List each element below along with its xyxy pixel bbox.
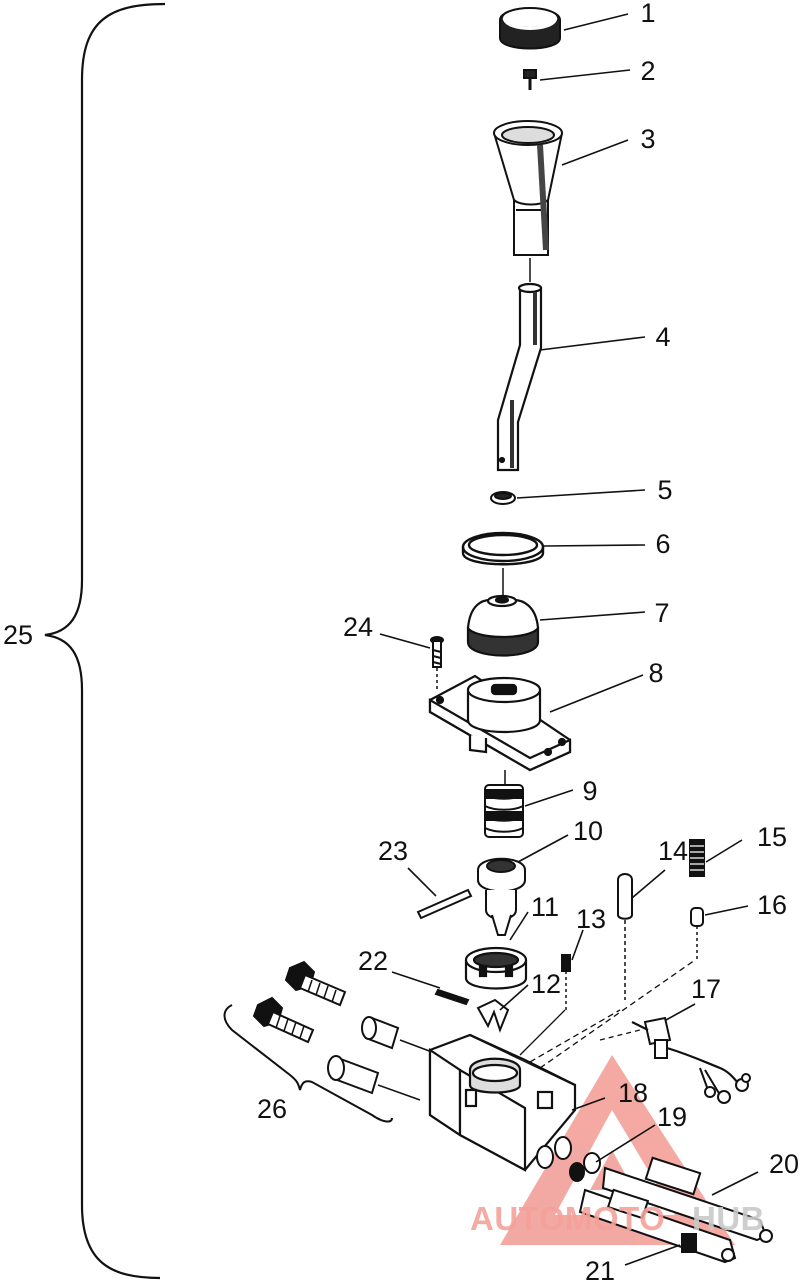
watermark-text: AUTOMOTO HUB: [470, 1200, 765, 1237]
callout-2: 2: [640, 56, 655, 86]
leader-8: [549, 674, 644, 713]
callout-20: 20: [769, 1149, 799, 1179]
watermark-part1: AUTOMOTO: [470, 1200, 665, 1237]
part-2-screw: [523, 69, 537, 90]
leader-3: [561, 139, 629, 166]
brace-26: [223, 1004, 393, 1123]
callout-4: 4: [655, 322, 670, 352]
callout-25: 25: [3, 620, 33, 650]
callout-10: 10: [573, 816, 603, 846]
callout-21: 21: [585, 1256, 615, 1283]
leader-5: [516, 489, 646, 499]
leader-14: [631, 869, 666, 899]
part-10-pivot: [477, 857, 526, 936]
leader-19: [595, 1124, 656, 1163]
part-17-switch-harness: [599, 1016, 751, 1104]
callout-26: 26: [257, 1094, 287, 1124]
callout-6: 6: [655, 529, 670, 559]
leader-4: [539, 336, 646, 351]
part-19-washers: [536, 1136, 601, 1182]
leader-12: [499, 984, 529, 1011]
callout-14: 14: [658, 836, 688, 866]
part-21-shaft: [578, 1188, 737, 1264]
part-16-detent: [690, 907, 704, 960]
callout-9: 9: [582, 776, 597, 806]
leader-2: [539, 69, 631, 81]
part-6-large-ring: [461, 531, 545, 566]
part-23-pin: [416, 888, 473, 920]
part-5-ring: [490, 491, 516, 505]
callout-5: 5: [657, 475, 672, 505]
leader-16: [704, 905, 749, 916]
callout-11: 11: [531, 892, 559, 922]
callout-15: 15: [757, 822, 787, 852]
callout-22: 22: [358, 946, 388, 976]
watermark-part2: HUB: [692, 1200, 765, 1237]
leader-17: [665, 1003, 696, 1021]
callout-1: 1: [640, 0, 655, 28]
callout-19: 19: [657, 1102, 687, 1132]
part-3-knob: [493, 120, 563, 256]
leader-1: [563, 13, 629, 31]
part-12-clip: [476, 998, 510, 1033]
part-9-spring: [484, 784, 524, 838]
leader-13: [571, 929, 584, 961]
callout-7: 7: [654, 598, 669, 628]
callout-3: 3: [640, 124, 655, 154]
leader-21: [624, 1244, 681, 1266]
part-13-setscrew: [561, 954, 571, 1010]
part-7-boot: [466, 594, 540, 657]
leader-23: [407, 867, 437, 897]
part-4-shift-lever: [496, 282, 543, 472]
part-20-shaft: [601, 1156, 773, 1243]
callout-23: 23: [378, 836, 408, 866]
leader-6: [543, 544, 646, 547]
part-8-housing-plate: [428, 674, 572, 772]
part-22-pin: [434, 988, 470, 1006]
part-15-spring: [689, 839, 705, 877]
part-26-bolts-spacers: [252, 960, 433, 1101]
brace-25: [44, 2, 166, 1280]
leader-lines: [379, 13, 759, 1266]
callout-18: 18: [618, 1078, 648, 1108]
part-11-collar: [464, 946, 528, 990]
part-18-housing: [428, 959, 696, 1172]
leader-20: [711, 1171, 759, 1196]
callout-labels: 1 2 3 4 5 6 7 8 9 10 11 12 13 14 15 16 1…: [3, 0, 799, 1286]
leader-15: [705, 839, 743, 863]
leader-24: [379, 633, 431, 649]
part-1-knob-cap: [499, 7, 561, 50]
callout-17: 17: [691, 974, 721, 1004]
leader-10: [517, 834, 569, 863]
leader-9: [524, 789, 574, 807]
leader-7: [539, 611, 646, 621]
callout-8: 8: [648, 658, 663, 688]
callout-16: 16: [757, 890, 787, 920]
part-24-bolt: [430, 636, 444, 690]
part-14-plunger: [617, 873, 633, 1000]
callout-12: 12: [531, 969, 561, 999]
callout-13: 13: [576, 904, 606, 934]
callout-24: 24: [343, 612, 373, 642]
leader-18: [571, 1097, 606, 1111]
leader-22: [391, 971, 441, 989]
leader-11: [509, 911, 529, 941]
